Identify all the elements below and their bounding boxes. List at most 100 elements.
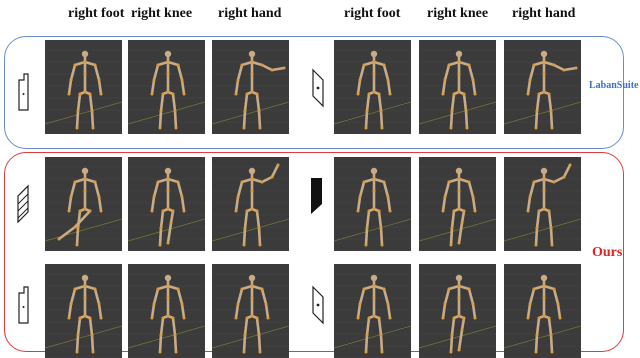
skeleton-joint	[98, 79, 101, 82]
skeleton-joint	[559, 317, 562, 320]
skeleton-joint	[458, 285, 461, 288]
skeleton-joint	[387, 303, 390, 306]
skeleton-joint	[533, 288, 536, 291]
skeleton-joint	[373, 91, 376, 94]
skeleton-joint	[381, 244, 384, 247]
skeleton-joint	[550, 227, 553, 230]
skeleton-joint	[465, 110, 468, 113]
skeleton-bone	[388, 197, 390, 211]
column-header: right knee	[131, 6, 192, 22]
skeleton-joint	[89, 317, 92, 320]
skeleton-joint	[359, 303, 362, 306]
skeleton-render-panel	[504, 40, 581, 134]
skeleton-joint	[371, 275, 377, 281]
skeleton-bone	[152, 304, 154, 318]
skeleton-bone	[71, 65, 75, 80]
skeleton-joint	[373, 190, 376, 193]
skeleton-bone	[182, 197, 184, 211]
skeleton-joint	[371, 51, 377, 57]
skeleton-joint	[74, 181, 77, 184]
skeleton-joint	[162, 93, 165, 96]
skeleton-bone	[78, 211, 80, 228]
skeleton-joint	[538, 93, 541, 96]
skeleton-joint	[165, 51, 171, 57]
skeleton-joint	[151, 317, 154, 320]
skeleton-bone	[473, 80, 475, 94]
skeleton-joint	[538, 317, 541, 320]
skeleton-joint	[373, 315, 376, 318]
skeleton-bone	[449, 62, 459, 65]
skeleton-joint	[70, 196, 73, 199]
skeleton-joint	[450, 244, 453, 247]
skeleton-joint	[536, 227, 539, 230]
skeleton-joint	[244, 227, 247, 230]
skeleton-joint	[543, 285, 546, 288]
skeleton-bone	[158, 286, 168, 289]
skeleton-joint	[235, 93, 238, 96]
skeleton-joint	[243, 351, 246, 354]
skeleton-joint	[458, 315, 461, 318]
skeleton-bone	[158, 179, 168, 182]
skeleton-joint	[442, 210, 445, 213]
skeleton-joint	[373, 178, 376, 181]
skeleton-bone	[77, 228, 78, 245]
skeleton-bone	[257, 94, 259, 111]
skeleton-joint	[548, 317, 551, 320]
skeleton-bone	[161, 94, 163, 111]
skeleton-joint	[183, 93, 186, 96]
skeleton-bone	[464, 94, 466, 111]
skeleton-joint	[91, 110, 94, 113]
skeleton-joint	[94, 64, 97, 67]
skeleton-bone	[469, 65, 473, 80]
skeleton-joint	[529, 79, 532, 82]
skeleton-joint	[261, 288, 264, 291]
skeleton-render-panel	[504, 264, 581, 358]
skeleton-joint	[175, 351, 178, 354]
skeleton-bone	[168, 179, 178, 182]
column-header: right hand	[512, 6, 575, 22]
skeleton-bone	[257, 211, 259, 228]
skeleton-joint	[368, 210, 371, 213]
skeleton-bone	[75, 286, 85, 289]
skeleton-joint	[251, 297, 254, 300]
skeleton-bone	[99, 80, 101, 94]
skeleton-bone	[379, 211, 381, 228]
skeleton-joint	[244, 334, 247, 337]
skeleton-joint	[444, 303, 447, 306]
skeleton-joint	[249, 168, 255, 174]
skeleton-joint	[553, 64, 556, 67]
skeleton-joint	[160, 334, 163, 337]
skeleton-joint	[79, 93, 82, 96]
skeleton-bone	[536, 335, 537, 352]
skeleton-bone	[262, 289, 266, 304]
skeleton-joint	[366, 227, 369, 230]
skeleton-joint	[453, 93, 456, 96]
skeleton-bone	[238, 182, 242, 197]
skeleton-bone	[173, 94, 175, 111]
skeleton-bone	[451, 335, 452, 352]
skeleton-joint	[474, 93, 477, 96]
skeleton-joint	[277, 164, 280, 167]
skeleton-joint	[383, 288, 386, 291]
skeleton-bone	[242, 179, 252, 182]
skeleton-joint	[442, 93, 445, 96]
skeleton-joint	[68, 210, 71, 213]
skeleton-render-panel	[45, 157, 122, 251]
skeleton-bone	[152, 80, 154, 94]
skeleton-render-panel	[212, 157, 289, 251]
skeleton-joint	[541, 275, 547, 281]
skeleton-joint	[77, 227, 80, 230]
skeleton-joint	[167, 190, 170, 193]
skeleton-bone	[360, 182, 364, 197]
skeleton-bone	[71, 182, 75, 197]
laban-low-bracket-icon	[16, 285, 30, 325]
skeleton-joint	[527, 93, 530, 96]
skeleton-bone	[182, 304, 184, 318]
skeleton-bone	[175, 111, 176, 128]
skeleton-bone	[252, 62, 262, 65]
skeleton-joint	[181, 196, 184, 199]
skeleton-joint	[373, 73, 376, 76]
skeleton-joint	[165, 168, 171, 174]
skeleton-render-panel	[45, 264, 122, 358]
skeleton-bone	[168, 62, 178, 65]
